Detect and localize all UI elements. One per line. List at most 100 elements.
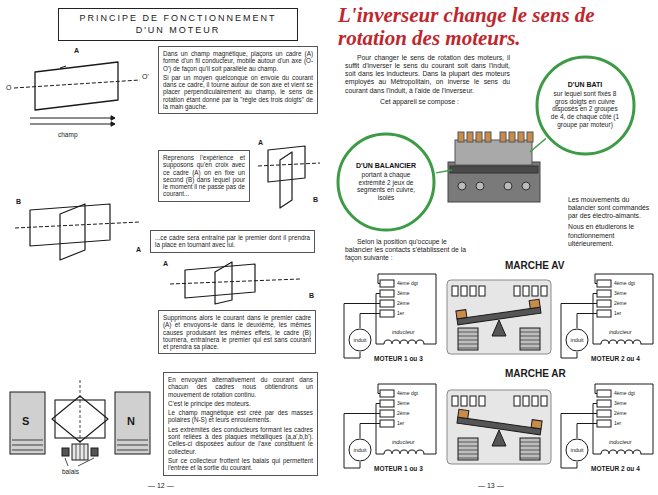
electro-magnet [520,438,540,460]
magnet-winding [458,344,478,345]
wire [595,384,653,454]
conductor-frame [268,146,305,182]
induit-label: induit [353,447,366,454]
magnet-winding [458,442,478,443]
leader-line [530,138,546,152]
copper-finger [527,132,533,142]
callout-circle: D'UN BATIsur lequel sont fixés 8 gros do… [535,55,636,156]
finger-label: 3ème [614,290,627,296]
contact-finger [380,290,394,297]
page-number: — 12 — [148,482,174,490]
callout-text-heading: D'UN BATI [548,81,622,90]
finger-label: 1er [397,420,404,426]
paragraph: C'est le principe des moteurs. [168,400,313,407]
motor-label: MOTEUR 2 ou 4 [591,355,640,363]
section-heading: MARCHE AR [505,368,566,380]
magnet-winding [458,340,478,341]
frame-label: B [309,292,314,300]
paragraph: Pour changer le sens de rotation des mot… [345,54,510,95]
contact-finger [597,410,611,417]
copper-finger [485,132,491,142]
rotation-axis [258,163,320,166]
frame-label: A [163,260,168,268]
pole-label: N [127,415,135,428]
finger-label: 4ème dgt [397,390,418,396]
current-mark [60,66,66,68]
contact-finger [380,420,394,427]
field-arrow [111,116,115,120]
wire [561,414,597,469]
circle-text-block: induit [353,337,366,344]
contact-finger [523,286,529,296]
contact-finger [380,300,394,307]
magnet-winding [520,450,540,451]
wire [376,294,384,345]
field-coil [384,340,426,344]
inverseur-photo [455,140,532,165]
contact-finger [452,286,458,296]
paragraph: Si par un moyen quelconque on envoie du … [163,74,313,110]
induit-label: induit [353,337,366,344]
inverseur-photo [448,162,540,202]
magnet-winding [520,442,540,443]
finger-label: 3ème [397,400,410,406]
wire [378,274,436,344]
wire [593,294,601,345]
collector-segment [80,444,81,460]
page-number: — 13 — [478,482,504,490]
circle-outline [349,329,371,351]
text-box: ...ce cadre sera entraîné par le premier… [150,230,315,253]
circle-text-block: induit [570,447,583,454]
field-arrow [111,122,115,126]
contact-finger [597,280,611,287]
coil-label: inducteur [392,329,415,336]
contact-finger [380,390,394,397]
contact-finger [523,396,529,406]
contact-finger [514,396,520,406]
contact-finger [461,286,467,296]
contact-finger [532,396,538,406]
circle-text-block: D'UN BATIsur lequel sont fixés 8 gros do… [548,81,622,129]
finger-label: 2ème [614,300,627,306]
collector [72,444,88,460]
text-box: En envoyant alternativement du courant d… [163,372,318,476]
finger-label: 1er [397,310,404,316]
paragraph: Le champ magnétique est créé par des mas… [168,409,313,424]
electro-magnet [458,438,478,460]
contact-finger [470,396,476,406]
callout-text-heading: D'UN BALANCIER [349,162,423,171]
box-title: PRINCIPE DE FONCTIONNEMENT D'UN MOTEUR [65,13,291,36]
wire [344,304,380,359]
finger-label: 2ème [397,410,410,416]
field-coil [601,450,643,454]
wire [595,274,653,344]
circle-outline [537,57,634,154]
paragraph: Cet appareil se compose : [380,98,459,106]
circle-text-block: induit [353,447,366,454]
coil-label: inducteur [392,439,415,446]
electro-magnet [458,328,478,350]
copper-segment [458,409,469,418]
finger-label: 1er [614,420,621,426]
motor-label: MOTEUR 2 ou 4 [591,465,640,473]
contact-finger [452,396,458,406]
wire [360,424,380,439]
magnet-winding [520,336,540,337]
pole-piece [10,392,45,454]
contact-finger [479,396,485,406]
text-box: Reprenons l'expérience et supposons qu'e… [158,150,250,202]
circle-outline [338,134,434,230]
copper-segment [531,420,542,429]
induit-circle: induit [565,328,589,352]
finger-label: 3ème [397,290,410,296]
paragraph: ...ce cadre sera entraîné par le premier… [155,234,310,249]
contact-finger [541,396,547,406]
callout-text: portant à chaque extrémité 2 jeux de seg… [349,171,423,202]
paragraph: Dans un champ magnétique, plaçons un cad… [163,50,313,72]
copper-finger [500,132,506,142]
axis-label: O' [142,73,149,81]
pole-winding [12,445,43,446]
induit-label: induit [570,337,583,344]
wire [577,314,597,329]
motor-label: MOTEUR 1 ou 3 [374,355,423,363]
